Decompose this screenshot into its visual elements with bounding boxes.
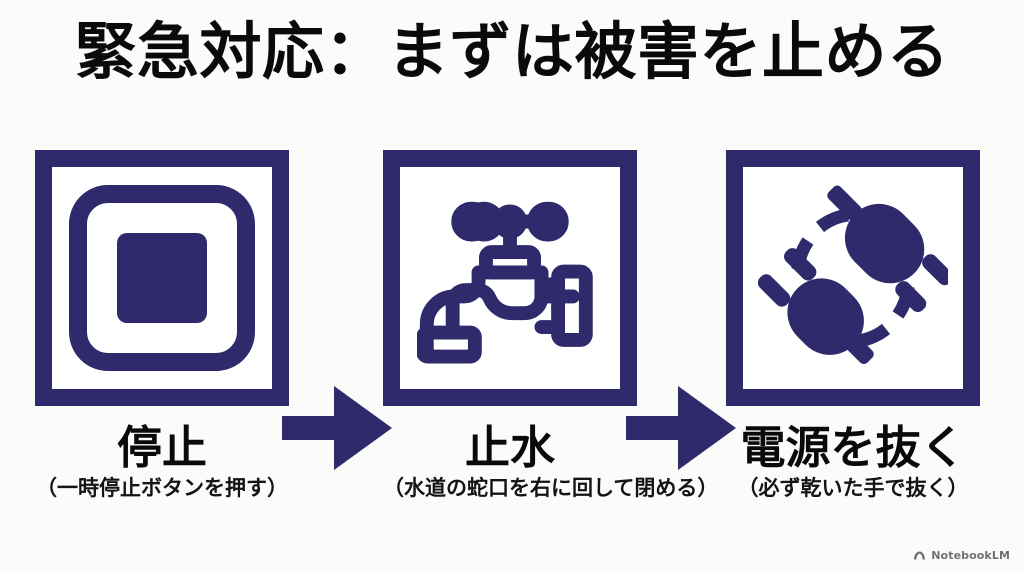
step-sublabel: （必ず乾いた手で抜く） bbox=[737, 476, 969, 501]
step-icon-panel bbox=[383, 150, 637, 406]
watermark: NotebookLM bbox=[913, 549, 1010, 562]
faucet-icon bbox=[400, 167, 620, 389]
step-sublabel: （一時停止ボタンを押す） bbox=[36, 476, 288, 501]
step-label: 電源を抜く bbox=[740, 421, 966, 474]
step-label: 停止 bbox=[116, 421, 207, 474]
step-icon-panel bbox=[35, 150, 289, 406]
step-label: 止水 bbox=[464, 421, 555, 474]
notebooklm-logo-icon bbox=[913, 550, 926, 561]
unplugged-plug-icon bbox=[743, 167, 963, 389]
step-item-unplug-power: 電源を抜く （必ず乾いた手で抜く） bbox=[726, 150, 980, 500]
step-item-shutoff-water: 止水 （水道の蛇口を右に回して閉める） bbox=[383, 150, 719, 501]
step-sublabel: （水道の蛇口を右に回して閉める） bbox=[383, 476, 719, 501]
watermark-label: NotebookLM bbox=[931, 549, 1010, 562]
page-title: 緊急対応：まずは被害を止める bbox=[74, 15, 950, 88]
step-item-stop: 停止 （一時停止ボタンを押す） bbox=[35, 150, 289, 500]
arrow-right-icon bbox=[282, 372, 392, 484]
arrow-right-icon bbox=[626, 372, 736, 484]
steps-row: 停止 （一時停止ボタンを押す） bbox=[0, 150, 1024, 530]
step-icon-panel bbox=[726, 150, 980, 406]
stop-button-icon bbox=[52, 167, 272, 389]
